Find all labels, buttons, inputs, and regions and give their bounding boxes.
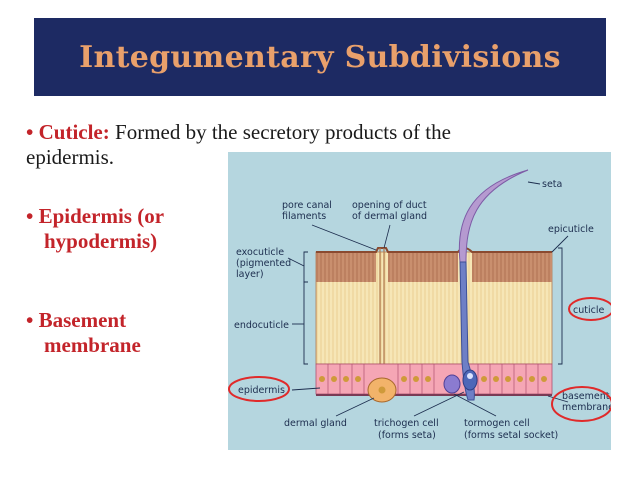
epidermis-line1: Epidermis (or xyxy=(38,204,165,228)
bullet-basement-membrane: • Basement membrane xyxy=(26,308,226,358)
leader-lines xyxy=(311,224,497,417)
left-brackets xyxy=(287,251,321,391)
epidermis-line2: hypodermis) xyxy=(44,229,158,253)
label-dermal-gland: dermal gland xyxy=(284,418,347,429)
slide-title: Integumentary Subdivisions xyxy=(79,39,561,75)
label-basement: basement xyxy=(562,391,610,402)
exocuticle-right xyxy=(472,252,552,282)
title-bar: Integumentary Subdivisions xyxy=(34,18,606,96)
label-trichogen: trichogen cell xyxy=(374,418,439,429)
exocuticle-left xyxy=(316,252,376,282)
label-pore-canal: pore canal xyxy=(282,200,332,211)
cuticle-definition: Formed by the secretory products of the xyxy=(109,120,451,144)
label-basement-2: membrane xyxy=(562,402,611,413)
integument-diagram: seta pore canal filaments opening of duc… xyxy=(228,152,611,450)
epicuticle-line xyxy=(316,247,552,253)
label-epidermis: epidermis xyxy=(238,385,285,396)
label-pore-canal-2: filaments xyxy=(282,211,326,222)
bullet-cuticle: • Cuticle: Formed by the secretory produ… xyxy=(26,120,451,145)
label-endocuticle: endocuticle xyxy=(234,320,289,331)
basement-line1: Basement xyxy=(38,308,127,332)
label-opening-duct-2: of dermal gland xyxy=(352,211,427,222)
label-exocuticle: exocuticle xyxy=(236,247,284,258)
trichogen-body xyxy=(462,369,478,391)
dermal-gland-nucleus xyxy=(378,386,386,394)
label-seta: seta xyxy=(542,179,562,190)
bullet-marker: • xyxy=(26,308,34,332)
label-tormogen-2: (forms setal socket) xyxy=(464,430,558,441)
tormogen-cell xyxy=(443,374,461,394)
label-opening-duct: opening of duct xyxy=(352,200,427,211)
label-trichogen-2: (forms seta) xyxy=(378,430,436,441)
cuticle-term: Cuticle: xyxy=(38,120,110,144)
bullet-marker: • xyxy=(26,120,34,144)
bullet-marker: • xyxy=(26,204,34,228)
label-epicuticle: epicuticle xyxy=(548,224,594,235)
trichogen-nucleus xyxy=(467,373,473,379)
bullet-epidermis: • Epidermis (or hypodermis) xyxy=(26,204,226,254)
seta xyxy=(458,169,529,263)
integument-diagram-svg: seta pore canal filaments opening of duc… xyxy=(228,169,611,441)
exocuticle-middle xyxy=(388,252,458,282)
dermal-gland-duct xyxy=(379,248,385,380)
label-tormogen: tormogen cell xyxy=(464,418,530,429)
label-exocuticle-2: (pigmented xyxy=(236,258,291,269)
trichogen-cell xyxy=(459,261,475,401)
label-cuticle: cuticle xyxy=(573,305,604,316)
cuticle-definition-continued: epidermis. xyxy=(26,145,115,169)
basement-line2: membrane xyxy=(44,333,141,357)
label-exocuticle-3: layer) xyxy=(236,269,264,280)
cell-nuclei xyxy=(319,376,547,382)
epidermis-cells xyxy=(327,364,539,394)
right-brackets xyxy=(527,181,569,403)
highlight-rings xyxy=(228,297,611,422)
